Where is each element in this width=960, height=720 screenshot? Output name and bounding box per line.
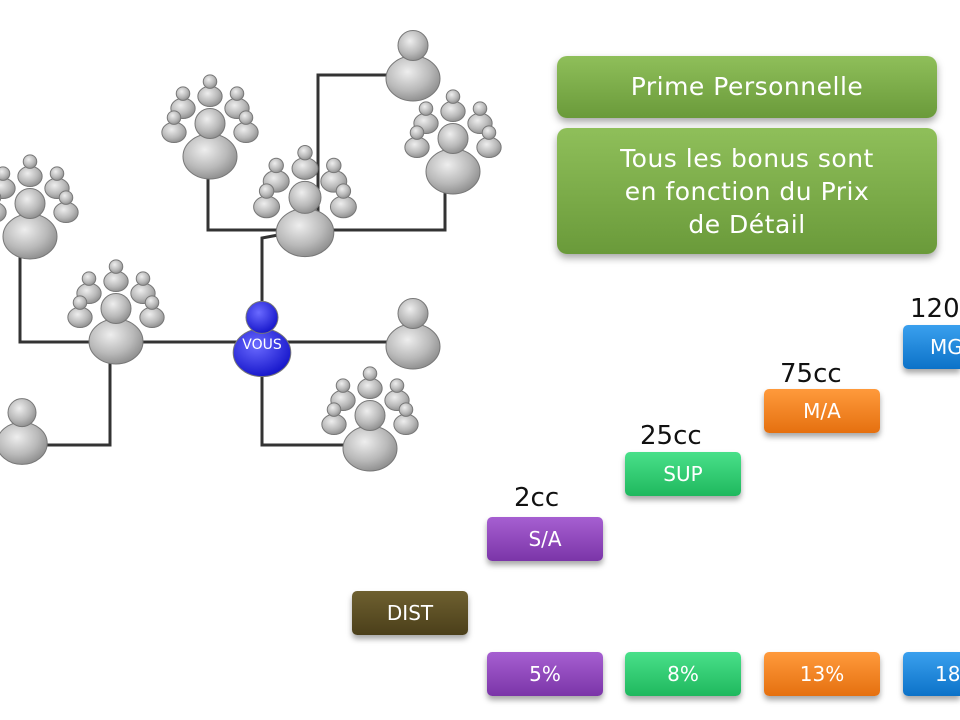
person-icon [0,398,48,465]
person-icon [275,180,335,258]
center-vous-label: VOUS [242,337,282,353]
person-icon [17,154,43,188]
rank-mg-cc: 120 [910,294,960,324]
percent-13-badge: 13% [764,652,880,696]
person-icon [197,74,223,108]
person-icon [253,183,281,219]
rank-sup-badge: SUP [625,452,741,496]
person-icon [0,193,7,222]
rank-sup-cc: 25cc [640,421,702,451]
info-title: Prime Personnelle [630,72,864,101]
person-icon [393,402,419,436]
person-icon [232,300,292,378]
rank-ma-badge: M/A [764,389,880,433]
percent-5-badge: 5% [487,652,603,696]
person-icon [182,108,238,180]
rank-label: DIST [386,601,434,625]
person-icon [476,125,502,159]
rank-ma-cc: 75cc [780,359,842,389]
percent-label: 8% [667,662,699,686]
person-icon [385,298,441,370]
percent-label: 5% [529,662,561,686]
person-icon [342,400,398,472]
rank-mg-badge: MG [903,325,960,369]
rank-label: M/A [803,399,841,423]
person-icon [321,402,347,436]
person-icon [139,295,165,329]
person-icon [357,366,383,400]
person-icon [425,123,481,195]
percent-18-badge: 18 [903,652,960,696]
percent-8-badge: 8% [625,652,741,696]
person-icon [385,30,441,102]
percent-label: 13% [799,662,845,686]
person-icon [53,190,79,224]
person-icon [291,144,319,180]
rank-label: MG [930,335,960,359]
person-icon [161,110,187,144]
person-icon [404,125,430,159]
info-subtitle-line: en fonction du Prix [624,177,870,206]
rank-label: S/A [528,527,562,551]
info-subtitle-line: Tous les bonus sont [620,144,874,173]
info-title-box: Prime Personnelle [557,56,937,118]
person-icon [329,183,357,219]
rank-dist-badge: DIST [352,591,468,635]
info-subtitle-box: Tous les bonus sont en fonction du Prix … [557,128,937,254]
person-icon [67,295,93,329]
person-icon [440,89,466,123]
rank-sa-badge: S/A [487,517,603,561]
person-icon [2,188,58,260]
person-icon [233,110,259,144]
rank-sa-cc: 2cc [514,483,560,513]
percent-label: 18 [935,662,960,686]
rank-label: SUP [663,462,703,486]
downline-network-diagram: VOUS [0,30,502,472]
person-icon [103,259,129,293]
person-icon [0,166,16,200]
person-icon [88,293,144,365]
info-subtitle-line: de Détail [688,210,806,239]
